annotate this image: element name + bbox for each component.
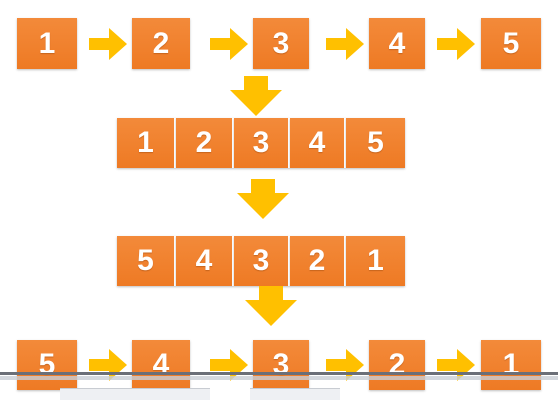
array-cell-2: 2 [176, 118, 234, 168]
reversed-cell-1: 5 [117, 236, 176, 286]
reversed-cell-3: 3 [234, 236, 290, 286]
arrow-right-icon [437, 28, 475, 60]
top-node-5: 5 [481, 18, 541, 69]
bottom-node-2: 4 [132, 340, 190, 390]
strike-line [0, 372, 558, 375]
top-node-2: 2 [132, 18, 190, 69]
bottom-node-3: 3 [253, 340, 309, 390]
reversed-cell-2: 4 [176, 236, 234, 286]
arrow-down-icon [230, 76, 282, 116]
arrow-right-icon [210, 28, 248, 60]
arrow-down-icon [245, 286, 297, 326]
bottom-artifact-mid [250, 388, 340, 400]
top-node-1: 1 [17, 18, 77, 69]
array-cell-3: 3 [234, 118, 290, 168]
bottom-artifact-left [60, 388, 210, 400]
arrow-right-icon [89, 28, 127, 60]
array-cell-4: 4 [290, 118, 346, 168]
array-cell-5: 5 [346, 118, 405, 168]
bottom-node-1: 5 [17, 340, 77, 390]
top-node-3: 3 [253, 18, 309, 69]
line-shadow [0, 376, 558, 380]
bottom-node-4: 2 [369, 340, 425, 390]
arrow-right-icon [326, 28, 364, 60]
array-cell-1: 1 [117, 118, 176, 168]
arrow-down-icon [237, 179, 289, 219]
reversed-cell-4: 2 [290, 236, 346, 286]
top-node-4: 4 [369, 18, 425, 69]
bottom-node-5: 1 [481, 340, 541, 390]
reversed-cell-5: 1 [346, 236, 405, 286]
